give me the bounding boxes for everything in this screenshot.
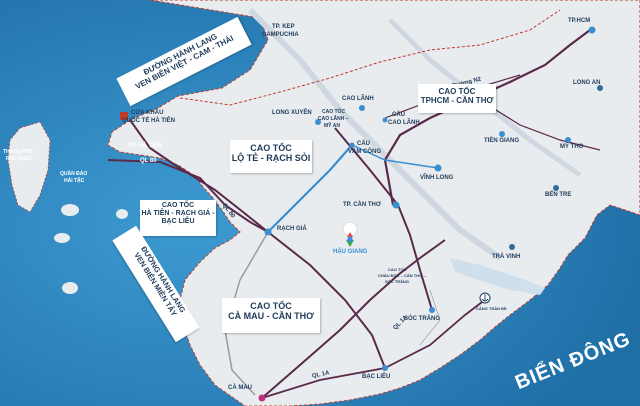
dot-tien-giang xyxy=(499,131,505,137)
border-gate-icon xyxy=(120,112,128,120)
road-ql80 xyxy=(107,159,269,233)
label-cau-2: CẦU xyxy=(357,141,370,147)
label-ct-cl-ma-2: CAO LÃNH – xyxy=(318,116,349,122)
dot-soc-trang xyxy=(429,307,435,313)
dot-my-tho xyxy=(565,137,571,143)
label-cau-1: CẦU xyxy=(392,112,405,118)
label-ql80: QL 80 xyxy=(140,158,157,164)
road-ha-tien-rach-gia xyxy=(129,119,269,233)
road-rach-gia-bac-lieu xyxy=(267,231,386,369)
box-ct-hcm-can-tho: CAO TỐC TPHCM - CẦN THƠ xyxy=(418,84,496,113)
label-my-tho: MỸ THO xyxy=(560,144,584,150)
label-tp-kep: TP. KEP xyxy=(272,24,295,30)
label-hai-tac: HẢI TẶC xyxy=(64,178,85,184)
river-1 xyxy=(247,7,502,261)
label-tp-hcm: TP.HCM xyxy=(568,18,591,24)
label-thanh-pho: THÀNH PHỐ xyxy=(3,149,33,155)
box-ct-ca-mau-can-tho: CAO TỐC CÀ MAU - CẦN THƠ xyxy=(222,298,320,333)
island-1 xyxy=(61,204,79,216)
label-cua-khau: CỬA KHẨU xyxy=(131,110,164,116)
box-ct-ca-mau-can-tho-line2: CÀ MAU - CẦN THƠ xyxy=(228,311,314,322)
label-cau-vam-cong: VÀM CỐNG xyxy=(348,149,381,155)
road-grey-2 xyxy=(419,289,441,346)
road-cao-lanh-vam-cong xyxy=(351,144,439,169)
label-ct-cdct-2: CHÂU ĐỐC – CẦN THƠ – xyxy=(378,273,426,278)
road-east xyxy=(479,99,601,151)
box-ct-lo-te-rach-soi-line2: LỘ TẺ - RẠCH SỎI xyxy=(231,153,311,164)
box-ct-ha-tien-rach-gia-line3: BẠC LIÊU xyxy=(161,218,195,226)
road-ca-mau-can-tho xyxy=(261,239,446,399)
label-can-tho: TP. CẦN THƠ xyxy=(343,202,382,208)
dot-bac-lieu xyxy=(382,365,388,371)
label-phu-quoc: PHÚ QUỐC xyxy=(6,156,33,162)
label-campuchia: CAMPUCHIA xyxy=(262,32,299,38)
label-ct-cl-ma-3: MỸ AN xyxy=(324,123,340,129)
box-ct-ca-mau-can-tho-line1: CAO TỐC xyxy=(250,301,292,311)
label-ben-tre: BẾN TRE xyxy=(545,192,572,198)
box-ct-hcm-can-tho-line1: CAO TỐC xyxy=(438,87,476,96)
dot-rach-gia xyxy=(264,228,272,236)
road-ql1a xyxy=(261,295,491,399)
label-cao-lanh: CAO LÃNH xyxy=(342,96,374,102)
island-2 xyxy=(54,233,70,243)
dot-vinh-long xyxy=(434,164,442,172)
label-tp-ha-tien: TP. HÀ TIÊN xyxy=(128,143,163,149)
label-tien-giang: TIỀN GIANG xyxy=(484,138,520,144)
label-ct-cl-ma-1: CAO TỐC xyxy=(322,109,346,115)
port-icon xyxy=(479,292,491,304)
dot-cau-cao-lanh xyxy=(382,117,388,123)
box-ct-ha-tien-rach-gia-line1: CAO TỐC xyxy=(161,202,195,209)
label-long-an: LONG AN xyxy=(573,80,601,86)
label-ct-cdct-1: CAO TỐC xyxy=(388,267,407,272)
label-soc-trang: SÓC TRĂNG xyxy=(404,316,440,322)
label-vinh-long: VĨNH LONG xyxy=(420,175,454,181)
label-ct-cdct-3: SÓC TRĂNG xyxy=(385,279,409,284)
label-cau-cao-lanh: CAO LÃNH xyxy=(388,120,420,126)
dot-ca-mau xyxy=(258,394,266,402)
hau-giang-pin-icon xyxy=(342,221,358,247)
label-quan-dao: QUẦN ĐẢO xyxy=(60,171,88,177)
label-quoc-te-ha-tien: QUỐC TẾ HÀ TIÊN xyxy=(122,118,176,124)
road-lo-te-rach-soi xyxy=(267,144,353,233)
box-ct-lo-te-rach-soi-line1: CAO TỐC xyxy=(250,143,292,153)
dot-can-tho xyxy=(392,201,400,209)
island-4 xyxy=(116,209,128,219)
box-ct-ha-tien-rach-gia-line2: HÀ TIÊN - RẠCH GIÁ - xyxy=(141,210,215,218)
dot-long-xuyen xyxy=(315,119,321,125)
dot-tra-vinh xyxy=(509,244,515,250)
box-ct-hcm-can-tho-line2: TPHCM - CẦN THƠ xyxy=(420,96,494,106)
label-tra-vinh: TRÀ VINH xyxy=(492,254,521,260)
box-ct-lo-te-rach-soi: CAO TỐC LỘ TẺ - RẠCH SỎI xyxy=(230,140,312,173)
island-phu-quoc xyxy=(7,121,51,213)
island-3 xyxy=(62,282,78,294)
dot-long-an xyxy=(597,85,603,91)
label-hau-giang: HẬU GIANG xyxy=(333,249,368,255)
dot-vam-cong xyxy=(349,142,355,148)
road-chau-doc-soc-trang xyxy=(334,127,433,311)
label-bac-lieu: BẠC LIÊU xyxy=(362,374,391,380)
dot-cao-lanh xyxy=(359,105,365,111)
border-line xyxy=(179,9,561,106)
label-ca-mau: CÀ MAU xyxy=(228,385,252,391)
label-rach-gia: RẠCH GIÁ xyxy=(277,226,307,232)
box-ct-ha-tien-rach-gia: CAO TỐC HÀ TIÊN - RẠCH GIÁ - BẠC LIÊU xyxy=(140,200,216,236)
dot-ben-tre xyxy=(553,185,559,191)
estuary xyxy=(450,258,545,295)
label-long-xuyen: LONG XUYÊN xyxy=(272,110,312,116)
label-cang-tran-de: CẢNG TRẦN ĐỀ xyxy=(476,306,507,311)
dot-tp-hcm xyxy=(588,26,596,34)
